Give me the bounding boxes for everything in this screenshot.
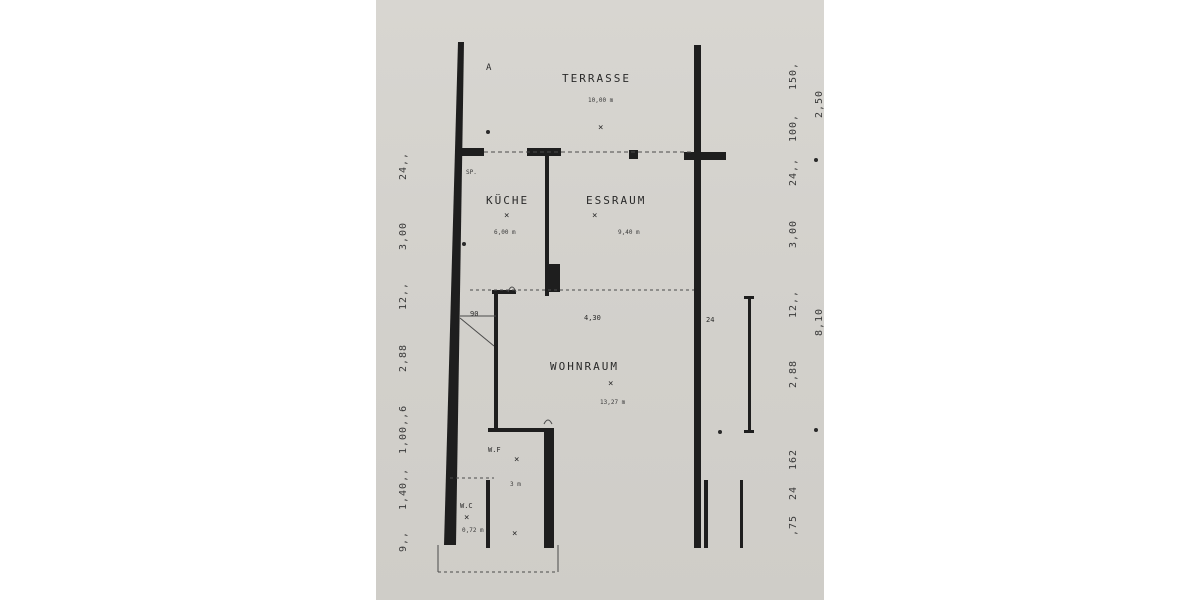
room-wf-label: W.F	[488, 446, 501, 454]
dot-5	[814, 428, 818, 432]
dim-right-outer-2: 8,10	[814, 308, 825, 336]
room-wohnraum-area: 13,27 m	[600, 399, 626, 406]
room-essraum-area: 9,40 m	[618, 229, 640, 236]
stair-bracket-bottom	[744, 430, 754, 433]
marker-wf: ×	[514, 455, 519, 465]
wall-lintel	[492, 290, 516, 294]
stair-door	[704, 480, 708, 548]
wall-wc-left	[486, 480, 490, 548]
wall-bath-right	[544, 430, 554, 548]
marker-24: 24	[706, 316, 714, 324]
marker-90: 90	[470, 310, 478, 318]
dot-3	[718, 430, 722, 434]
marker-a: A	[486, 63, 492, 73]
room-wc-label: W.C	[460, 502, 473, 510]
marker-430: 4,30	[584, 314, 601, 322]
dim-left-3: 12,,	[398, 282, 409, 310]
marker-sp: SP.	[466, 169, 477, 176]
room-kueche-label: KÜCHE	[486, 194, 529, 207]
dot-2	[462, 242, 466, 246]
stair-diagonal	[459, 317, 495, 347]
door-swing	[507, 286, 517, 293]
dim-left-7: 9,,	[398, 531, 409, 552]
wall-stub-right	[684, 152, 726, 160]
marker-terrasse: ×	[598, 123, 603, 133]
dot-4	[814, 158, 818, 162]
dim-right-9: ,75	[788, 515, 799, 536]
wall-wf	[494, 292, 498, 432]
dim-left-6: 1,40,,	[398, 468, 409, 510]
room-terrasse-area: 10,00 m	[588, 97, 614, 104]
door-swing-bath	[543, 419, 553, 425]
wall-stub-left	[460, 148, 484, 156]
dim-right-1: 150,	[788, 62, 799, 90]
dot-1	[486, 130, 490, 134]
room-wc-area: 0,72 m	[462, 527, 484, 534]
room-kueche-area: 6,00 m	[494, 229, 516, 236]
dim-right-2: 100,	[788, 114, 799, 142]
marker-wc: ×	[464, 513, 469, 523]
room-wf-area: 3 m	[510, 481, 521, 488]
wall-bath-top	[488, 428, 554, 432]
stair-bracket	[748, 296, 751, 432]
dim-left-1: 24,,	[398, 152, 409, 180]
marker-wf-lower: ×	[512, 529, 517, 539]
room-wohnraum-label: WOHNRAUM	[550, 360, 619, 373]
room-essraum-label: ESSRAUM	[586, 194, 646, 207]
column-terrace	[629, 150, 638, 159]
dim-left-4: 2,88	[398, 344, 409, 372]
room-terrasse-label: TERRASSE	[562, 72, 631, 85]
dim-right-4: 3,00	[788, 220, 799, 248]
chimney	[548, 264, 560, 292]
dim-left-5: 1,00,,6	[398, 405, 409, 454]
wall-kitchen-partition	[545, 156, 549, 296]
dim-right-6: 2,88	[788, 360, 799, 388]
marker-wohnraum: ×	[608, 379, 613, 389]
dim-left-2: 3,00	[398, 222, 409, 250]
wall-right-exterior	[694, 45, 701, 548]
dim-right-7: 162	[788, 449, 799, 470]
marker-essraum: ×	[592, 211, 597, 221]
dim-right-8: 24	[788, 486, 799, 500]
dim-right-3: 24,,	[788, 158, 799, 186]
dim-right-5: 12,,	[788, 290, 799, 318]
marker-kueche: ×	[504, 211, 509, 221]
stair-lower	[740, 480, 743, 548]
wall-left-exterior	[444, 42, 464, 545]
dim-right-outer-1: 2,50	[814, 90, 825, 118]
